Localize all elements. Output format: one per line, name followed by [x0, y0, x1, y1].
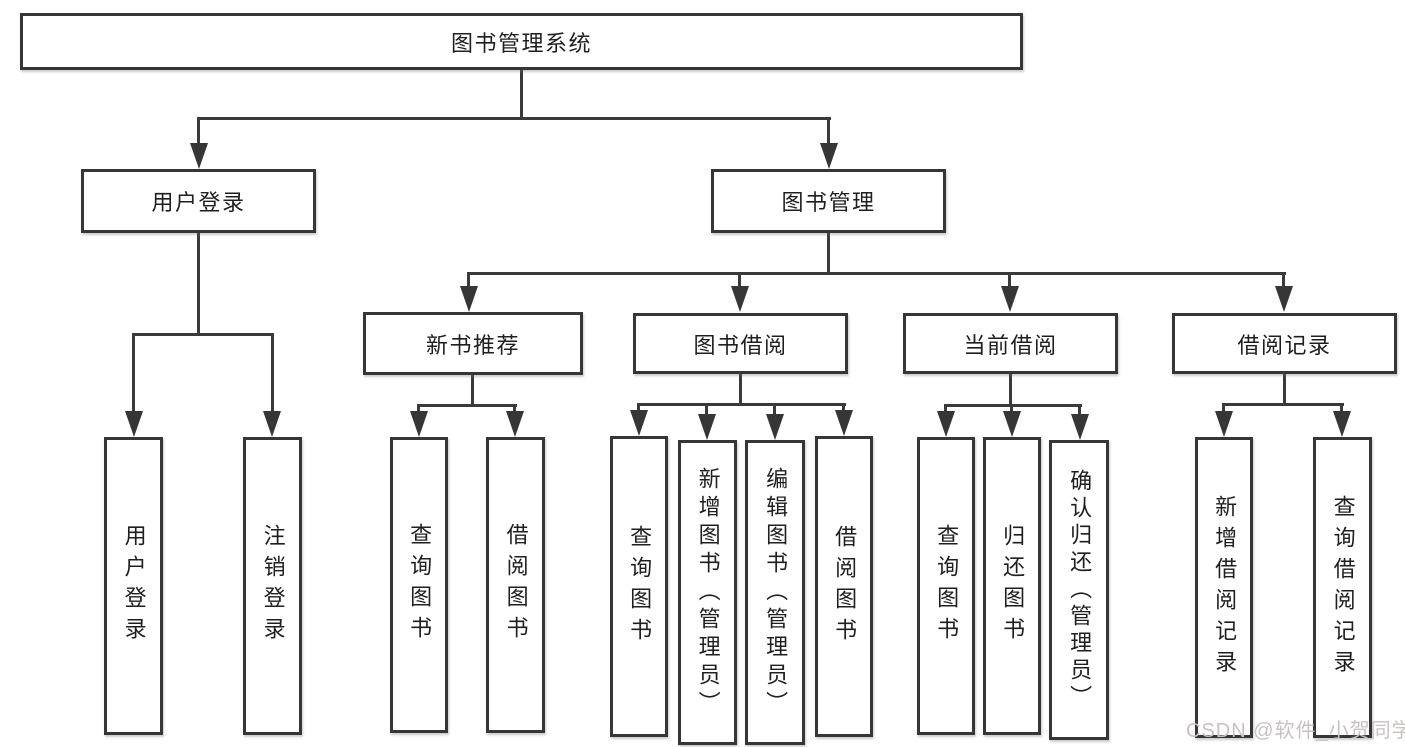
arrow-down-icon — [820, 143, 838, 169]
leaf-bb-borrow-books: 借阅图书 — [815, 436, 873, 737]
leaf-user-login-label: 用户登录 — [121, 524, 147, 648]
connector-line — [1283, 372, 1286, 405]
arrow-down-icon — [1003, 411, 1021, 437]
connector-line — [1282, 272, 1285, 290]
node-current-borrow-label: 当前借阅 — [963, 332, 1058, 358]
arrow-down-icon — [698, 414, 716, 440]
node-book-management-branch-label: 图书管理 — [781, 190, 876, 215]
connector-line — [467, 272, 1286, 275]
arrow-down-icon — [731, 286, 749, 312]
connector-line — [827, 233, 830, 275]
node-new-book-recommend-label: 新书推荐 — [425, 332, 520, 358]
connector-line — [1009, 372, 1012, 406]
node-user-login-branch-label: 用户登录 — [151, 190, 246, 215]
node-user-login-branch: 用户登录 — [81, 169, 316, 233]
connector-line — [467, 272, 470, 290]
connector-line — [132, 333, 274, 336]
leaf-bb-query-books-label: 查询图书 — [627, 524, 653, 649]
arrow-down-icon — [410, 411, 428, 437]
arrow-down-icon — [263, 411, 281, 437]
leaf-bb-borrow-books-label: 借阅图书 — [832, 524, 858, 649]
leaf-cb-query-books: 查询图书 — [917, 437, 975, 735]
connector-line — [738, 272, 741, 290]
leaf-cb-return-books-label: 归还图书 — [1000, 524, 1026, 648]
connector-line — [944, 404, 947, 416]
leaf-bb-add-books-admin: 新增图书（管理员） — [678, 440, 737, 745]
watermark: CSDN @软件_小贺同学 — [1186, 720, 1405, 742]
leaf-rec-borrow-books: 借阅图书 — [486, 437, 545, 733]
arrow-down-icon — [125, 411, 143, 437]
leaf-br-query-record: 查询借阅记录 — [1313, 437, 1372, 738]
leaf-bb-query-books: 查询图书 — [610, 436, 668, 737]
connector-line — [197, 117, 200, 147]
connector-line — [513, 404, 516, 416]
leaf-br-query-record-label: 查询借阅记录 — [1330, 494, 1356, 681]
connector-line — [1078, 404, 1081, 416]
connector-line — [827, 117, 830, 147]
arrow-down-icon — [630, 410, 648, 436]
arrow-down-icon — [1215, 411, 1233, 437]
leaf-logout: 注销登录 — [243, 437, 302, 735]
connector-line — [197, 233, 200, 336]
connector-line — [705, 403, 708, 415]
leaf-logout-label: 注销登录 — [260, 524, 286, 648]
connector-line — [1340, 403, 1343, 415]
connector-line — [944, 404, 1082, 407]
connector-line — [197, 117, 831, 120]
leaf-bb-add-books-admin-label: 新增图书（管理员） — [695, 466, 721, 719]
leaf-rec-query-books-label: 查询图书 — [407, 523, 433, 647]
node-borrow-records-label: 借阅记录 — [1237, 332, 1332, 358]
leaf-br-add-record: 新增借阅记录 — [1195, 437, 1253, 738]
arrow-down-icon — [937, 411, 955, 437]
arrow-down-icon — [1071, 414, 1089, 440]
leaf-rec-borrow-books-label: 借阅图书 — [503, 523, 529, 647]
connector-line — [637, 403, 846, 406]
connector-line — [842, 403, 845, 415]
arrow-down-icon — [1275, 286, 1293, 312]
node-book-management-branch: 图书管理 — [711, 169, 946, 233]
leaf-cb-return-books: 归还图书 — [983, 437, 1041, 735]
node-current-borrow: 当前借阅 — [903, 313, 1118, 374]
connector-line — [1222, 403, 1225, 415]
leaf-br-add-record-label: 新增借阅记录 — [1212, 494, 1238, 681]
leaf-cb-confirm-return-admin: 确认归还（管理员） — [1049, 440, 1109, 740]
arrow-down-icon — [835, 410, 853, 436]
connector-line — [271, 333, 274, 415]
node-book-borrow: 图书借阅 — [633, 313, 848, 374]
arrow-down-icon — [1001, 286, 1019, 312]
leaf-cb-query-books-label: 查询图书 — [934, 524, 960, 648]
arrow-down-icon — [766, 414, 784, 440]
connector-line — [132, 333, 135, 415]
connector-line — [1010, 404, 1013, 416]
leaf-bb-edit-books-admin-label: 编辑图书（管理员） — [763, 466, 789, 719]
leaf-cb-confirm-return-admin-label: 确认归还（管理员） — [1067, 468, 1093, 712]
connector-line — [417, 404, 420, 416]
leaf-bb-edit-books-admin: 编辑图书（管理员） — [745, 440, 805, 745]
leaf-rec-query-books: 查询图书 — [390, 437, 448, 733]
arrow-down-icon — [460, 286, 478, 312]
connector-line — [471, 373, 474, 406]
connector-line — [417, 404, 517, 407]
connector-line — [1008, 272, 1011, 290]
connector-line — [520, 68, 523, 120]
connector-line — [637, 403, 640, 415]
arrow-down-icon — [1333, 411, 1351, 437]
node-root: 图书管理系统 — [20, 13, 1023, 70]
node-root-label: 图书管理系统 — [450, 30, 592, 56]
node-book-borrow-label: 图书借阅 — [693, 332, 788, 358]
leaf-user-login: 用户登录 — [104, 437, 163, 735]
connector-line — [739, 372, 742, 405]
node-new-book-recommend: 新书推荐 — [363, 312, 583, 375]
connector-line — [1222, 403, 1344, 406]
arrow-down-icon — [190, 143, 208, 169]
node-borrow-records: 借阅记录 — [1172, 313, 1397, 374]
arrow-down-icon — [506, 411, 524, 437]
connector-line — [773, 403, 776, 415]
